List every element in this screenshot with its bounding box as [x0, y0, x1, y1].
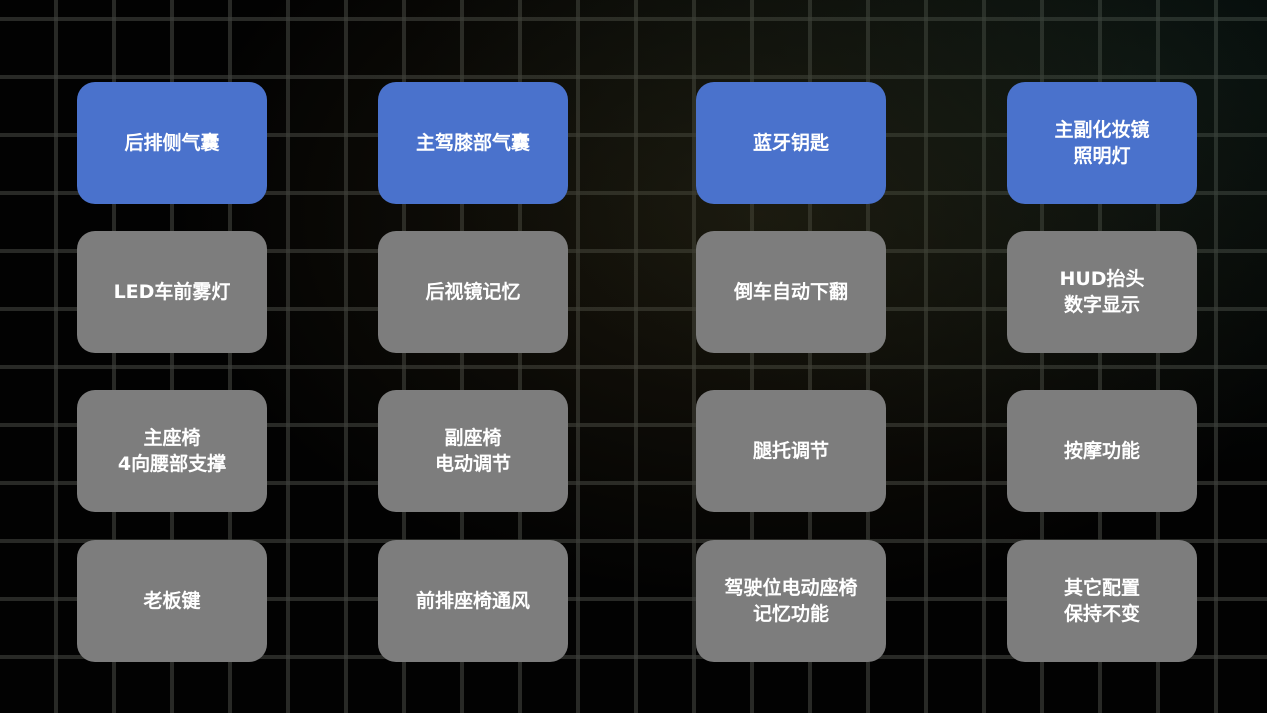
feature-tile-bluetooth-key: 蓝牙钥匙	[696, 82, 886, 204]
tile-label-line-2: 记忆功能	[752, 603, 829, 625]
feature-tile-boss-key: 老板键	[77, 540, 267, 662]
tile-label: 蓝牙钥匙	[752, 132, 829, 154]
tile-label-line-2: 电动调节	[434, 453, 511, 475]
feature-tile-vanity-mirror-light: 主副化妆镜 照明灯	[1007, 82, 1197, 204]
feature-tile-leg-rest-adjust: 腿托调节	[696, 390, 886, 512]
tile-label: 后视镜记忆	[425, 281, 521, 303]
tile-label-line-2: 照明灯	[1073, 145, 1131, 167]
feature-tile-led-fog-lights: LED车前雾灯	[77, 231, 267, 353]
feature-tile-front-seat-ventilation: 前排座椅通风	[378, 540, 568, 662]
feature-tile-passenger-power-seat: 副座椅 电动调节	[378, 390, 568, 512]
tile-label: 前排座椅通风	[415, 590, 530, 612]
tile-label-line-1: 主座椅	[143, 427, 201, 449]
tile-label-line-1: 副座椅	[444, 427, 502, 449]
tile-label-line-2: 数字显示	[1063, 294, 1140, 316]
feature-tile-massage: 按摩功能	[1007, 390, 1197, 512]
tile-label-line-2: 保持不变	[1063, 603, 1140, 625]
tile-label: 倒车自动下翻	[733, 281, 848, 303]
tile-label-line-2: 4向腰部支撑	[117, 453, 227, 475]
feature-tile-driver-lumbar-support: 主座椅 4向腰部支撑	[77, 390, 267, 512]
feature-tile-reverse-tilt-mirror: 倒车自动下翻	[696, 231, 886, 353]
tile-label: 腿托调节	[752, 440, 829, 462]
tile-label-line-1: HUD抬头	[1059, 268, 1145, 290]
tile-label: 按摩功能	[1063, 440, 1140, 462]
tile-label: 后排侧气囊	[124, 132, 220, 154]
tile-label: LED车前雾灯	[113, 281, 231, 303]
tile-label: 老板键	[143, 590, 201, 612]
feature-tile-hud-display: HUD抬头 数字显示	[1007, 231, 1197, 353]
feature-tile-other-config-unchanged: 其它配置 保持不变	[1007, 540, 1197, 662]
tile-label-line-1: 其它配置	[1063, 577, 1140, 599]
feature-tile-rear-side-airbag: 后排侧气囊	[77, 82, 267, 204]
feature-tile-mirror-memory: 后视镜记忆	[378, 231, 568, 353]
tile-label-line-1: 主副化妆镜	[1054, 119, 1150, 141]
feature-tile-driver-knee-airbag: 主驾膝部气囊	[378, 82, 568, 204]
tile-label-line-1: 驾驶位电动座椅	[724, 577, 858, 599]
feature-tile-driver-seat-memory: 驾驶位电动座椅 记忆功能	[696, 540, 886, 662]
tile-label: 主驾膝部气囊	[415, 132, 530, 154]
